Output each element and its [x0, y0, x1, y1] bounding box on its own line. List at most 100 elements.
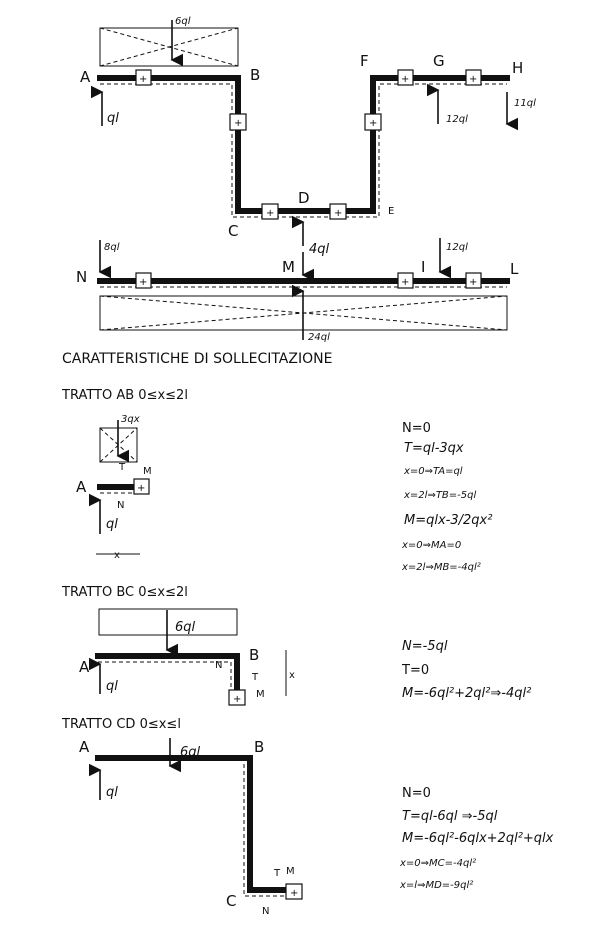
section-ab-title: TRATTO AB 0≤x≤2l	[61, 388, 188, 403]
load-label-N: 8ql	[104, 242, 120, 253]
equation: x=2l⇒TB=-5ql	[403, 490, 476, 501]
frame-beam	[97, 75, 510, 214]
equation: x=0⇒TA=ql	[403, 466, 463, 477]
sign-box: +	[135, 69, 152, 86]
node-label-H: H	[512, 59, 523, 77]
load-box-bc	[98, 608, 238, 636]
link-label-4ql: 4ql	[309, 242, 330, 257]
svg-text:+: +	[139, 74, 147, 85]
node-label-D: D	[298, 189, 310, 207]
equations-ab: N=0 T=ql-3qx x=0⇒TA=ql x=2l⇒TB=-5ql M=ql…	[401, 421, 492, 573]
equation: x=l⇒MD=-9ql²	[399, 880, 473, 891]
section-cd: TRATTO CD 0≤x≤l + 6ql A B C ql T M N N=0…	[61, 717, 554, 917]
node-label-A: A	[80, 68, 91, 86]
load-label-I: 12ql	[446, 242, 468, 253]
svg-text:+: +	[266, 208, 274, 219]
bottom-beam: + + + N M I L 8ql 12ql 24ql	[76, 238, 519, 343]
section-bc: TRATTO BC 0≤x≤2l 6ql + A B ql N T M x N=…	[61, 585, 531, 706]
section-heading: CARATTERISTICHE DI SOLLECITAZIONE	[62, 351, 332, 367]
node-label-A: A	[76, 478, 87, 496]
svg-text:+: +	[401, 74, 409, 85]
sign-box: +	[364, 113, 382, 131]
svg-text:+: +	[469, 74, 477, 85]
equation: M=-6ql²+2ql²⇒-4ql²	[402, 686, 531, 701]
sign-box: +	[329, 203, 347, 220]
node-label-B: B	[249, 646, 259, 664]
load-box-diagonal	[99, 427, 138, 463]
equations-cd: N=0 T=ql-6ql ⇒-5ql M=-6ql²-6qlx+2ql²+qlx…	[399, 786, 554, 891]
equation: N=0	[402, 786, 431, 801]
sign-box: +	[465, 272, 482, 289]
node-label-L: L	[510, 260, 519, 278]
equation: T=0	[401, 663, 429, 678]
beam-bc-fiber	[98, 661, 232, 688]
equation: N=0	[402, 421, 431, 436]
tag-M: M	[286, 866, 295, 877]
load-label-6ql: 6ql	[175, 16, 191, 27]
equation: T=ql-3qx	[404, 441, 464, 456]
equation: x=2l⇒MB=-4ql²	[401, 562, 481, 573]
node-label-B: B	[250, 66, 260, 84]
reaction-label-A: ql	[106, 679, 118, 694]
beam-bc	[95, 653, 240, 691]
tag-M: M	[143, 466, 152, 477]
node-label-M: M	[282, 258, 295, 276]
frame-fiber-dashed	[100, 83, 507, 218]
node-label-C: C	[228, 222, 238, 240]
node-label-I: I	[421, 258, 425, 276]
x-label: x	[114, 550, 120, 561]
load-label-24ql: 24ql	[308, 332, 330, 343]
load-label-6ql: 6ql	[180, 745, 201, 760]
section-cd-title: TRATTO CD 0≤x≤l	[61, 717, 181, 732]
svg-text:+: +	[401, 277, 409, 288]
svg-text:+: +	[334, 208, 342, 219]
svg-text:+: +	[233, 694, 241, 705]
equations-bc: N=-5ql T=0 M=-6ql²+2ql²⇒-4ql²	[401, 639, 531, 701]
load-box-diagonal	[99, 427, 138, 463]
tag-N: N	[262, 906, 269, 917]
node-label-A: A	[79, 658, 90, 676]
section-ab: TRATTO AB 0≤x≤2l 3qx + T M N A ql x N=0 …	[61, 388, 492, 573]
tag-T: T	[251, 672, 259, 683]
sign-box: +	[229, 113, 247, 131]
reaction-label-A: ql	[107, 111, 119, 126]
section-bc-title: TRATTO BC 0≤x≤2l	[61, 585, 188, 600]
sign-box: +	[135, 272, 152, 289]
reaction-label-A: ql	[106, 785, 118, 800]
svg-text:+: +	[137, 483, 145, 494]
equation: T=ql-6ql ⇒-5ql	[402, 809, 498, 824]
svg-text:+: +	[234, 118, 242, 129]
node-label-N: N	[76, 268, 87, 286]
equation: N=-5ql	[402, 639, 448, 654]
load-box-diagonal	[99, 27, 239, 67]
equation: x=0⇒MA=0	[401, 540, 461, 551]
load-label-3qx: 3qx	[121, 414, 140, 425]
load-label-H: 11ql	[514, 98, 536, 109]
distributed-load-box-top	[99, 27, 239, 67]
tag-T: T	[273, 868, 281, 879]
x-label: x	[289, 670, 295, 681]
svg-text:+: +	[469, 277, 477, 288]
svg-text:+: +	[290, 888, 298, 899]
equation: M=qlx-3/2qx²	[404, 513, 492, 528]
beam-cd	[95, 755, 291, 893]
equation: M=-6ql²-6qlx+2ql²+qlx	[402, 831, 554, 846]
sign-box: +	[261, 203, 279, 220]
sign-box: +	[397, 69, 414, 86]
tag-M: M	[256, 689, 265, 700]
load-label-G: 12ql	[446, 114, 468, 125]
tag-T: T	[118, 462, 126, 473]
node-label-E: E	[388, 206, 394, 217]
node-label-C: C	[226, 892, 236, 910]
sign-box: +	[465, 69, 482, 86]
tag-N: N	[117, 500, 124, 511]
node-label-G: G	[433, 52, 445, 70]
beam-cd-fiber	[243, 764, 288, 897]
sign-box: +	[285, 883, 303, 900]
top-frame: 6ql + + + + + + + A B C D E F G H ql 12q…	[80, 16, 536, 282]
svg-text:+: +	[369, 118, 377, 129]
sign-box: +	[397, 272, 414, 289]
load-label-6ql: 6ql	[175, 620, 196, 635]
sign-box: +	[228, 689, 246, 706]
